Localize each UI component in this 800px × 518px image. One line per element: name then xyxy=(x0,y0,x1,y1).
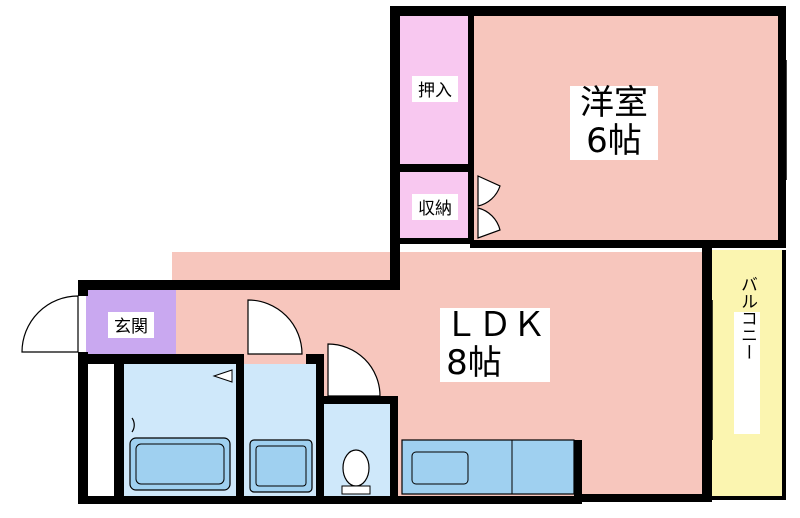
faucet xyxy=(212,369,233,383)
entrance-label-bg xyxy=(108,312,154,338)
wall xyxy=(390,6,786,16)
wall xyxy=(468,16,474,240)
wall xyxy=(306,354,324,364)
toilet-tank xyxy=(341,485,371,495)
wall xyxy=(78,496,582,504)
wall xyxy=(78,280,88,296)
oshiire-label-bg xyxy=(412,76,458,102)
wall xyxy=(78,280,400,290)
wall xyxy=(324,396,394,404)
toilet xyxy=(342,449,370,487)
closet-label: 収納 xyxy=(418,199,452,219)
ldk-size: 8帖 xyxy=(446,343,502,383)
wall xyxy=(574,440,582,502)
balcony-label-bg xyxy=(734,312,760,434)
western-room-size: 6帖 xyxy=(586,121,642,161)
wall xyxy=(390,396,398,500)
wall xyxy=(78,354,244,364)
ldk-label-bg xyxy=(440,308,550,382)
western-room-name: 洋室 xyxy=(580,83,648,123)
washbasin-inner xyxy=(255,445,307,487)
wall xyxy=(470,240,786,248)
wall xyxy=(390,6,400,288)
ldk-name: ＬＤＫ xyxy=(444,305,546,345)
bathtub-inner xyxy=(135,443,225,485)
wall xyxy=(78,352,88,502)
wall xyxy=(114,364,124,500)
balcony-rail xyxy=(710,496,786,500)
wall xyxy=(400,238,470,244)
balcony-rail xyxy=(782,250,786,500)
toilet-door xyxy=(327,343,381,397)
wall xyxy=(236,364,244,500)
washroom-door xyxy=(247,299,303,355)
wall xyxy=(316,354,324,500)
balcony-label: バルコニー xyxy=(737,276,757,361)
oshiire-label: 押入 xyxy=(418,81,452,101)
wall xyxy=(576,494,712,502)
entrance-label: 玄関 xyxy=(114,317,148,337)
western-room-label-bg xyxy=(570,86,658,160)
closet-door xyxy=(477,207,501,239)
closet-label-bg xyxy=(412,194,458,220)
shower-fixture xyxy=(131,417,135,433)
kitchen-sink xyxy=(411,451,469,485)
wall xyxy=(400,164,470,172)
entrance-door xyxy=(21,295,79,353)
wall xyxy=(702,248,712,500)
closet-door xyxy=(477,175,501,207)
